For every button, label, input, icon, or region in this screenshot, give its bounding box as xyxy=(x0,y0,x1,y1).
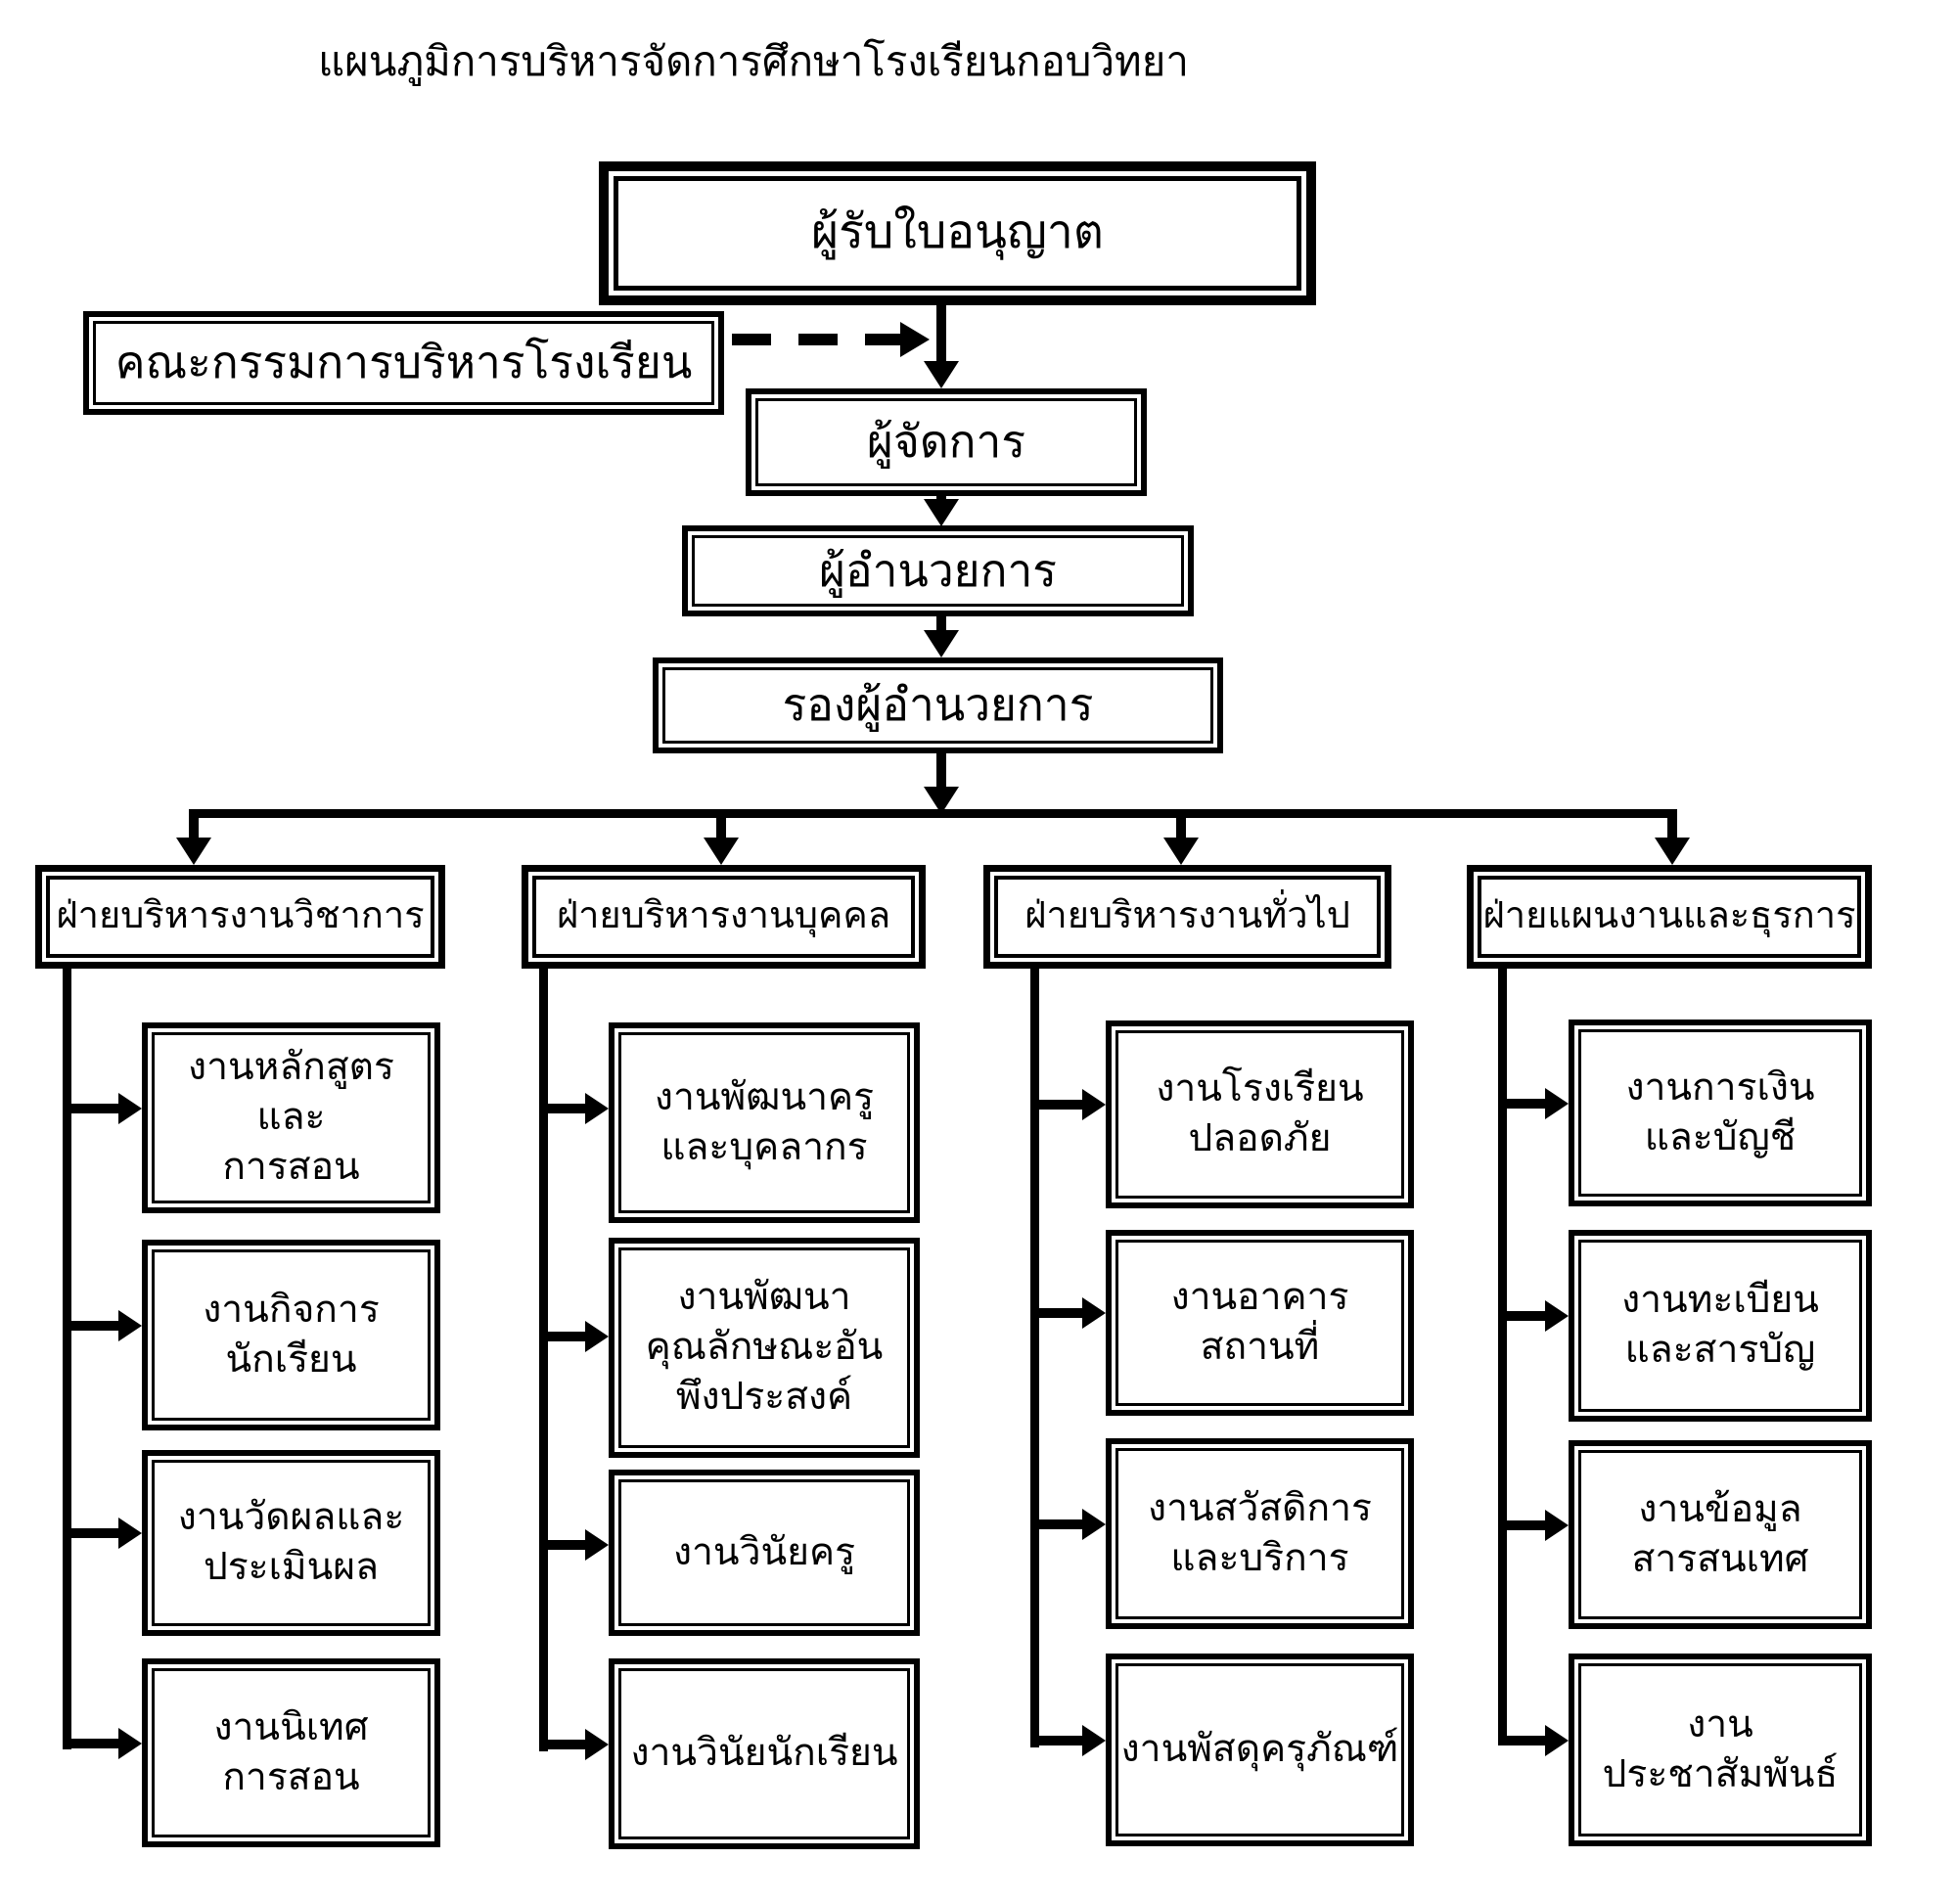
task-box: งานโรงเรียน ปลอดภัย xyxy=(1106,1020,1414,1208)
right-arrow xyxy=(63,1104,118,1113)
task-label: งานกิจการ นักเรียน xyxy=(152,1249,431,1421)
right-arrow xyxy=(1030,1519,1082,1529)
branch-line xyxy=(189,809,1677,818)
task-label: งานทะเบียน และสารบัญ xyxy=(1578,1240,1862,1412)
task-box: งานพัฒนา คุณลักษณะอัน พึงประสงค์ xyxy=(609,1238,920,1458)
right-arrow xyxy=(539,1332,585,1341)
task-label: งานอาคาร สถานที่ xyxy=(1115,1240,1404,1406)
task-label: งานสวัสดิการ และบริการ xyxy=(1115,1448,1404,1619)
task-label: งานพัฒนาครู และบุคลากร xyxy=(618,1032,910,1213)
task-box: งานกิจการ นักเรียน xyxy=(142,1240,440,1430)
task-label: งานข้อมูล สารสนเทศ xyxy=(1578,1450,1862,1619)
task-box: งานพัฒนาครู และบุคลากร xyxy=(609,1022,920,1223)
task-label: งานโรงเรียน ปลอดภัย xyxy=(1115,1030,1404,1199)
down-arrow-dept-planning xyxy=(1667,818,1677,838)
task-box: งานอาคาร สถานที่ xyxy=(1106,1230,1414,1416)
task-box: งานวัดผลและ ประเมินผล xyxy=(142,1450,440,1636)
branch-stem-academic xyxy=(63,967,71,1749)
director-label: ผู้อำนวยการ xyxy=(692,535,1184,607)
task-box: งานสวัสดิการ และบริการ xyxy=(1106,1438,1414,1629)
department-label-planning: ฝ่ายแผนงานและธุรการ xyxy=(1478,876,1861,958)
branch-stem-planning xyxy=(1498,967,1507,1745)
department-box-personnel: ฝ่ายบริหารงานบุคคล xyxy=(522,865,926,969)
director-box: ผู้อำนวยการ xyxy=(682,525,1194,616)
task-label: งานพัฒนา คุณลักษณะอัน พึงประสงค์ xyxy=(618,1247,910,1448)
task-label: งานวินัยครู xyxy=(618,1479,910,1626)
branch-stem-general xyxy=(1030,967,1039,1747)
right-arrow xyxy=(1498,1099,1545,1109)
down-arrow-director-deputy xyxy=(936,616,946,630)
down-arrow-deputy-branch xyxy=(936,753,946,787)
task-box: งานข้อมูล สารสนเทศ xyxy=(1569,1440,1872,1629)
deputy-director-label: รองผู้อำนวยการ xyxy=(662,667,1213,744)
task-box: งานหลักสูตรและ การสอน xyxy=(142,1022,440,1213)
right-arrow xyxy=(539,1540,585,1550)
down-arrow-manager-director xyxy=(936,495,946,499)
task-box: งานนิเทศ การสอน xyxy=(142,1658,440,1847)
task-label: งานการเงิน และบัญชี xyxy=(1578,1029,1862,1197)
right-arrow xyxy=(539,1740,585,1749)
committee-box: คณะกรรมการบริหารโรงเรียน xyxy=(83,311,724,415)
right-arrow xyxy=(1498,1520,1545,1530)
department-box-academic: ฝ่ายบริหารงานวิชาการ xyxy=(35,865,445,969)
department-label-general: ฝ่ายบริหารงานทั่วไป xyxy=(994,876,1381,958)
department-label-academic: ฝ่ายบริหารงานวิชาการ xyxy=(46,876,434,958)
task-box: งานทะเบียน และสารบัญ xyxy=(1569,1230,1872,1422)
manager-box: ผู้จัดการ xyxy=(746,388,1147,496)
manager-label: ผู้จัดการ xyxy=(755,398,1137,486)
right-arrow xyxy=(1030,1308,1082,1318)
task-box: งานวินัยครู xyxy=(609,1470,920,1636)
task-label: งานหลักสูตรและ การสอน xyxy=(152,1032,431,1203)
licensee-label: ผู้รับใบอนุญาต xyxy=(614,176,1301,291)
down-arrow-dept-general xyxy=(1176,818,1186,838)
task-label: งาน ประชาสัมพันธ์ xyxy=(1578,1663,1862,1836)
task-box: งานการเงิน และบัญชี xyxy=(1569,1020,1872,1206)
task-label: งานวินัยนักเรียน xyxy=(618,1668,910,1839)
task-label: งานพัสดุครุภัณฑ์ xyxy=(1115,1663,1404,1836)
task-box: งานพัสดุครุภัณฑ์ xyxy=(1106,1654,1414,1846)
right-arrow xyxy=(1498,1736,1545,1745)
department-label-personnel: ฝ่ายบริหารงานบุคคล xyxy=(532,876,915,958)
deputy-director-box: รองผู้อำนวยการ xyxy=(653,657,1223,753)
right-arrow xyxy=(1498,1311,1545,1321)
task-box: งาน ประชาสัมพันธ์ xyxy=(1569,1654,1872,1846)
task-label: งานนิเทศ การสอน xyxy=(152,1668,431,1837)
chart-title: แผนภูมิการบริหารจัดการศึกษาโรงเรียนกอบวิ… xyxy=(318,38,1189,84)
down-arrow-dept-academic xyxy=(189,818,199,838)
right-arrow xyxy=(1030,1100,1082,1110)
right-arrow xyxy=(63,1739,118,1748)
right-arrow xyxy=(63,1321,118,1331)
department-box-planning: ฝ่ายแผนงานและธุรการ xyxy=(1467,865,1872,969)
down-arrow-licensee-manager xyxy=(936,305,946,361)
department-box-general: ฝ่ายบริหารงานทั่วไป xyxy=(983,865,1391,969)
licensee-box: ผู้รับใบอนุญาต xyxy=(599,161,1316,305)
right-arrow xyxy=(539,1104,585,1113)
dashed-arrow-committee xyxy=(732,334,900,345)
committee-label: คณะกรรมการบริหารโรงเรียน xyxy=(93,321,714,405)
task-box: งานวินัยนักเรียน xyxy=(609,1658,920,1849)
branch-stem-personnel xyxy=(539,967,548,1751)
right-arrow xyxy=(63,1528,118,1538)
down-arrow-dept-personnel xyxy=(716,818,726,838)
task-label: งานวัดผลและ ประเมินผล xyxy=(152,1460,431,1626)
right-arrow xyxy=(1030,1736,1082,1745)
